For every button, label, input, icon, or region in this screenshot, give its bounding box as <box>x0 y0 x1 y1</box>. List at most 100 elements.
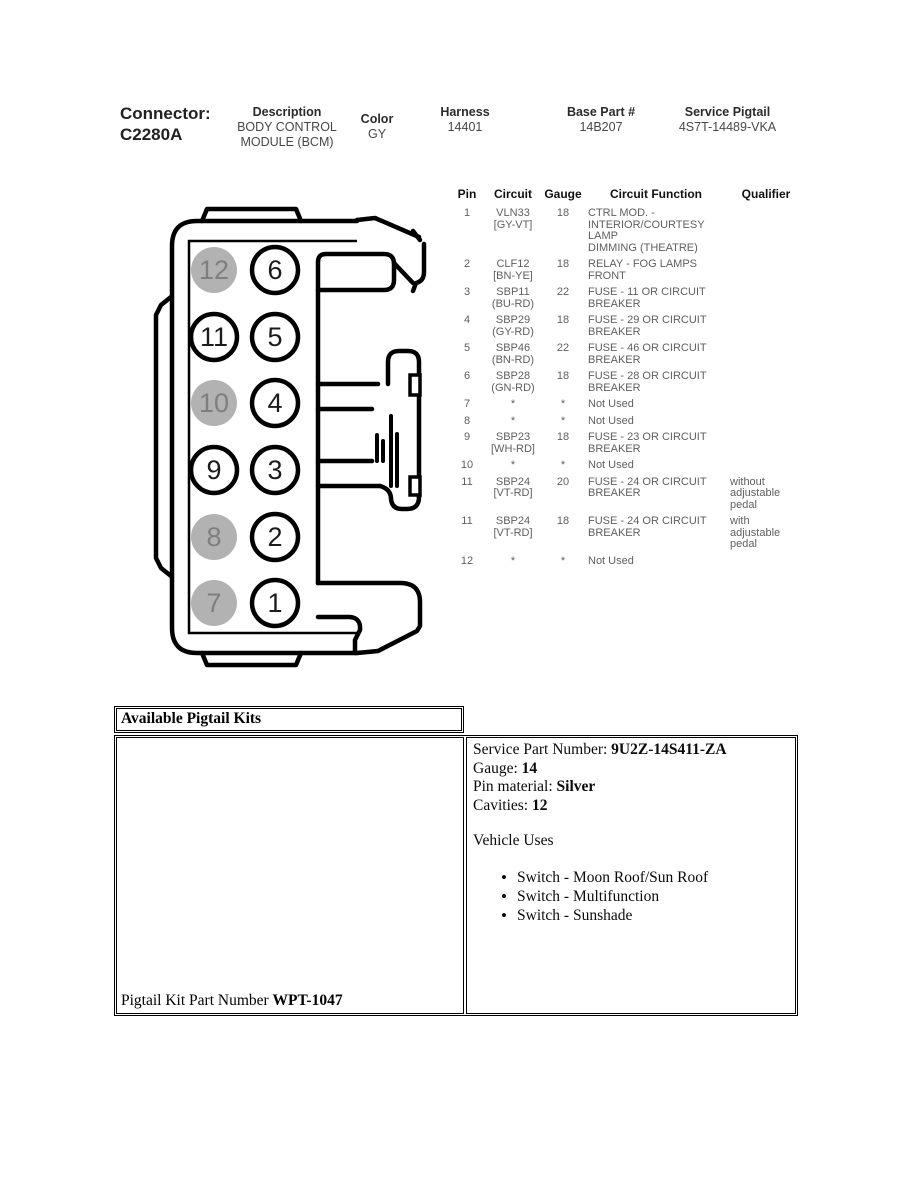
gauge-cell: 18 <box>556 515 570 527</box>
circuit-cell: * <box>510 414 516 427</box>
pin-row-8: 8 * * Not Used <box>452 414 802 433</box>
pin-cell: 11 <box>461 515 473 527</box>
pigtail-kit-label: Pigtail Kit Part Number <box>121 992 273 1009</box>
qualifier-cell <box>730 556 802 573</box>
column-header-gauge: Gauge <box>544 187 582 201</box>
qualifier-cell <box>730 371 802 399</box>
gauge-cell: 18 <box>556 258 570 270</box>
qualifier-cell <box>730 343 802 371</box>
base-part-field: Base Part #14B207 <box>545 105 657 135</box>
circuit-cell: SBP24[VT-RD] <box>493 515 533 539</box>
pin-12-number: 12 <box>199 255 229 285</box>
qualifier-cell <box>730 399 802 416</box>
available-pigtail-kits-box: Available Pigtail Kits <box>114 706 464 733</box>
circuit-cell: SBP24[VT-RD] <box>493 475 533 499</box>
column-header-circuit-function: Circuit Function <box>610 187 702 201</box>
pigtail-kit-table: Pigtail Kit Part Number WPT-1047 Service… <box>114 735 798 1016</box>
circuit-function-cell: Not Used <box>588 459 634 471</box>
gauge-cell: 22 <box>556 286 570 298</box>
pigtail-kit-number-value: WPT-1047 <box>272 992 343 1009</box>
pin-cell: 11 <box>461 475 473 488</box>
pin-5-cavity <box>249 311 301 363</box>
color-value: GY <box>367 127 387 141</box>
pin-row-7: 7**Not Used <box>452 398 802 416</box>
pin-3-number: 3 <box>267 455 282 485</box>
pin-3-cavity <box>249 444 301 496</box>
harness-value: 14401 <box>447 120 483 134</box>
qualifier-cell <box>730 259 802 287</box>
gauge-cell: 22 <box>556 342 570 354</box>
circuit-cell: SBP28(GN-RD) <box>491 370 535 394</box>
qualifier-cell <box>730 432 802 460</box>
circuit-cell: CLF12[BN-YE] <box>493 258 533 282</box>
pin-6-number: 6 <box>267 255 282 285</box>
description-value: BODY CONTROL <box>237 120 337 134</box>
circuit-function-cell: Not Used <box>588 398 634 410</box>
pin-4-cavity <box>249 377 301 429</box>
circuit-function-cell: Not Used <box>588 414 634 427</box>
pin-cell: 8 <box>463 414 471 427</box>
service-pigtail-value: 4S7T-14489-VKA <box>678 120 777 134</box>
pin-11-number: 11 <box>200 322 228 352</box>
gauge-cell: 20 <box>556 475 570 488</box>
pin-cell: 3 <box>463 286 471 298</box>
qualifier-cell <box>730 287 802 315</box>
pin-cell: 7 <box>463 398 471 410</box>
pin-cell: 6 <box>463 370 471 382</box>
vehicle-use-item: Switch - Multifunction <box>501 887 789 906</box>
pin-7-cavity <box>191 580 237 626</box>
pin-2-number: 2 <box>267 522 282 552</box>
circuit-cell: SBP29(GY-RD) <box>492 314 534 338</box>
pin-9-cavity <box>188 444 240 496</box>
pin-cell: 10 <box>460 459 474 471</box>
circuit-cell: * <box>510 459 516 471</box>
pin-5-number: 5 <box>267 322 282 352</box>
gauge-cell: 18 <box>556 431 570 443</box>
pin-cell: 2 <box>463 258 471 270</box>
pin-10-cavity <box>191 380 237 426</box>
connector-id: C2280A <box>120 125 183 144</box>
gauge-cell: 18 <box>556 207 570 219</box>
gauge-cell: * <box>560 459 566 471</box>
pigtail-kit-part-number: Pigtail Kit Part Number WPT-1047 <box>121 992 343 1010</box>
latch-notch-upper <box>408 373 422 397</box>
kit-detail-line: Service Part Number: 9U2Z-14S411-ZA <box>473 741 727 758</box>
pin-9-number: 9 <box>206 455 221 485</box>
connector-housing-outline <box>153 206 427 668</box>
pin-cell: 5 <box>463 342 471 354</box>
pigtail-kit-number-cell: Pigtail Kit Part Number WPT-1047 <box>116 737 464 1014</box>
kit-detail-line: Gauge: 14 <box>473 759 538 777</box>
pin-1-cavity <box>249 577 301 629</box>
harness-label: Harness <box>440 105 490 119</box>
description-label: Description <box>252 105 322 119</box>
pin-7-number: 7 <box>206 588 221 618</box>
column-header-qualifier: Qualifier <box>741 187 791 201</box>
pin-12-cavity <box>191 247 237 293</box>
vehicle-use-item: Switch - Moon Roof/Sun Roof <box>501 868 789 887</box>
pin-8-cavity <box>191 514 237 560</box>
circuit-cell: VLN33[GY-VT] <box>493 207 533 231</box>
gauge-cell: * <box>560 554 566 567</box>
qualifier-cell <box>730 208 802 259</box>
gauge-cell: * <box>560 414 566 427</box>
